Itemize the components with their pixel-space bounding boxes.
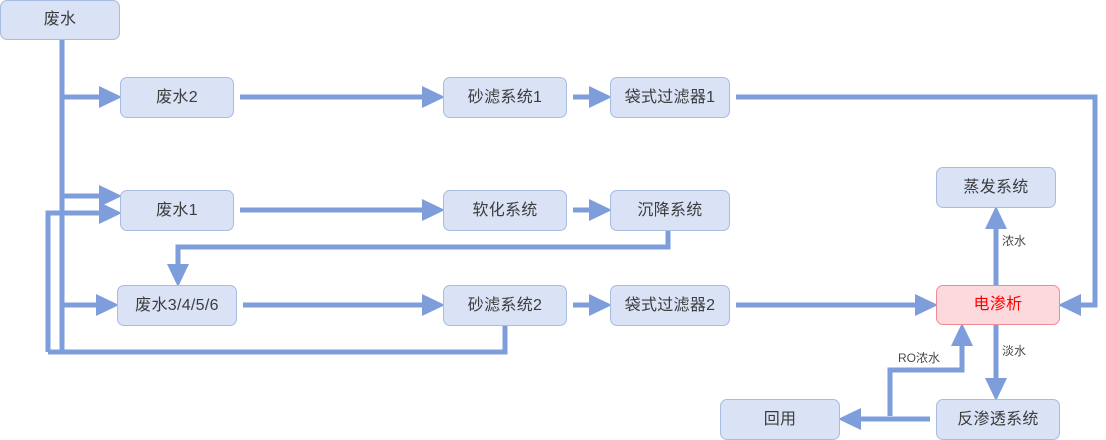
edge-settle-to-ww3456: [167, 231, 671, 288]
node-sand-filter-2-label: 砂滤系统2: [467, 296, 543, 314]
node-wastewater-1-label: 废水1: [156, 201, 198, 219]
edge-label-fresh-water: 淡水: [1000, 344, 1029, 359]
node-sand-filter-1[interactable]: 砂滤系统1: [443, 77, 567, 118]
node-bag-filter-2-label: 袋式过滤器2: [624, 296, 716, 314]
node-wastewater-1[interactable]: 废水1: [120, 190, 234, 231]
node-electrodialysis-label: 电渗析: [973, 296, 1023, 313]
edge-recycle-bottom: [48, 326, 508, 355]
node-evaporation-system[interactable]: 蒸发系统: [936, 167, 1056, 208]
edge-ro-to-ro-brine: [887, 322, 973, 416]
node-settling-system-label: 沉降系统: [637, 201, 703, 219]
node-reuse[interactable]: 回用: [720, 399, 840, 440]
node-feed[interactable]: 废水: [0, 0, 120, 40]
node-feed-label: 废水: [43, 11, 77, 28]
node-settling-system[interactable]: 沉降系统: [610, 190, 730, 231]
node-wastewater-3456[interactable]: 废水3/4/5/6: [117, 285, 237, 326]
node-softening-system-label: 软化系统: [472, 201, 538, 219]
node-reverse-osmosis-system-label: 反渗透系统: [957, 410, 1039, 428]
node-evaporation-system-label: 蒸发系统: [963, 178, 1029, 196]
node-reuse-label: 回用: [763, 410, 797, 428]
node-bag-filter-1-label: 袋式过滤器1: [624, 88, 716, 106]
edge-bag1-to-ed: [736, 94, 1098, 316]
node-reverse-osmosis-system[interactable]: 反渗透系统: [936, 399, 1060, 440]
node-bag-filter-1[interactable]: 袋式过滤器1: [610, 77, 730, 118]
node-sand-filter-2[interactable]: 砂滤系统2: [443, 285, 567, 326]
node-bag-filter-2[interactable]: 袋式过滤器2: [610, 285, 730, 326]
edge-recycle-trunk: [45, 202, 123, 352]
node-electrodialysis[interactable]: 电渗析: [936, 285, 1060, 325]
node-wastewater-2[interactable]: 废水2: [120, 77, 234, 118]
node-wastewater-3456-label: 废水3/4/5/6: [135, 296, 219, 314]
node-softening-system[interactable]: 软化系统: [443, 190, 567, 231]
node-sand-filter-1-label: 砂滤系统1: [467, 88, 543, 106]
edge-label-ro-concentrate: RO浓水: [896, 351, 943, 366]
node-wastewater-2-label: 废水2: [156, 88, 198, 106]
edge-label-concentrated-water: 浓水: [1000, 234, 1029, 249]
